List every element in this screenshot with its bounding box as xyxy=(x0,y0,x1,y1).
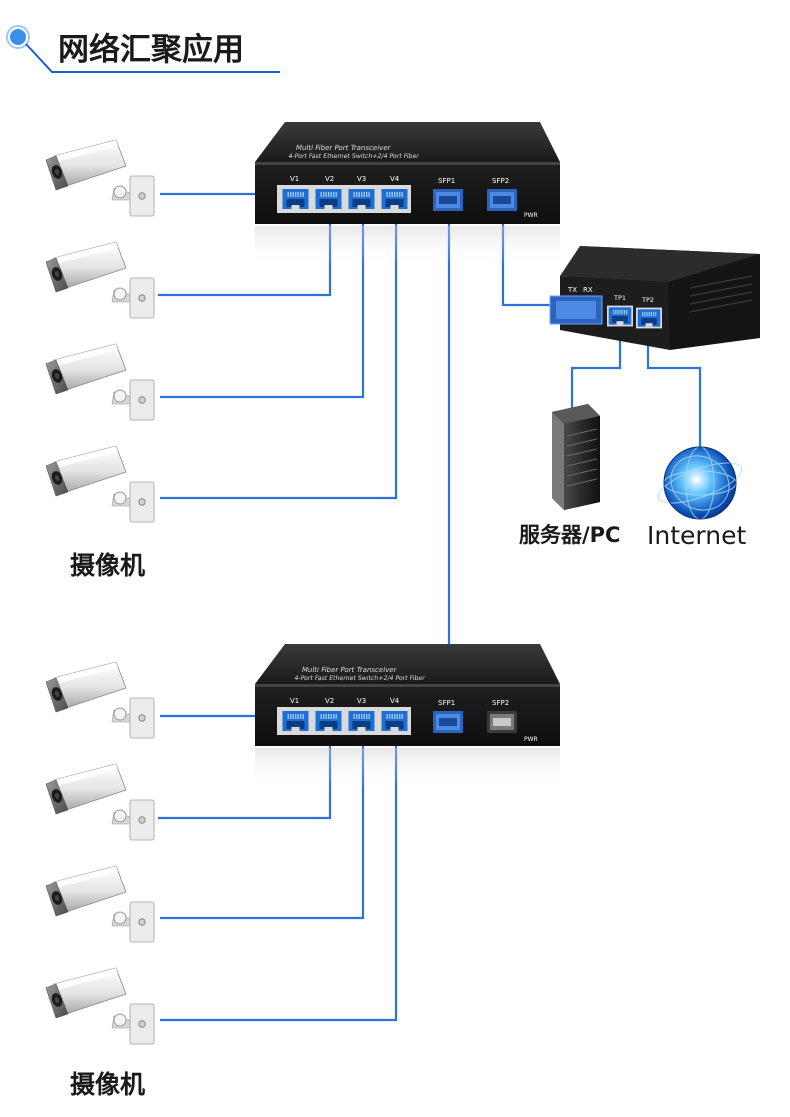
switch-brand-line2: 4-Port Fast Ethernet Switch+2/4 Port Fib… xyxy=(294,675,426,682)
fiber-switch-bottom: Multi Fiber Port Transceiver 4-Port Fast… xyxy=(255,644,560,788)
port-label-v3: V3 xyxy=(357,697,366,705)
power-label: PWR xyxy=(524,212,538,219)
internet-label: Internet xyxy=(647,521,746,550)
rj45-port-icon xyxy=(379,187,410,211)
camera-icon xyxy=(45,241,155,319)
header-bullet-icon xyxy=(10,29,26,45)
globe-icon xyxy=(657,446,743,520)
port-label-v4: V4 xyxy=(390,697,400,705)
rj45-port-icon xyxy=(313,709,344,733)
port-label-v4: V4 xyxy=(390,175,400,183)
server-icon xyxy=(552,404,600,510)
connection-lines xyxy=(158,192,702,1022)
power-label: PWR xyxy=(524,736,538,743)
rj45-port-icon xyxy=(379,709,410,733)
rj45-port-icon xyxy=(346,187,377,211)
media-converter-icon: TX RX TP1 TP2 xyxy=(549,246,760,350)
server-label: 服务器/PC xyxy=(519,523,620,547)
camera-icon xyxy=(45,445,155,523)
port-label-v2: V2 xyxy=(325,175,334,183)
rj45-port-icon xyxy=(280,187,311,211)
switch-brand-line2: 4-Port Fast Ethernet Switch+2/4 Port Fib… xyxy=(288,153,420,160)
sfp-module-icon xyxy=(433,711,463,733)
port-label-tp1: TP1 xyxy=(613,294,626,302)
camera-group-bottom xyxy=(45,661,155,1045)
port-label-v3: V3 xyxy=(357,175,366,183)
port-label-sfp2: SFP2 xyxy=(492,177,509,185)
camera-icon xyxy=(45,967,155,1045)
fiber-switch-top: Multi Fiber Port Transceiver 4-Port Fast… xyxy=(255,122,560,266)
header-underline xyxy=(25,43,280,73)
port-label-v1: V1 xyxy=(290,697,299,705)
port-label-v2: V2 xyxy=(325,697,334,705)
camera-icon xyxy=(45,661,155,739)
port-label-sfp1: SFP1 xyxy=(438,177,455,185)
camera-icon xyxy=(45,343,155,421)
rj45-port-icon xyxy=(313,187,344,211)
sfp-module-icon xyxy=(487,189,517,211)
camera-group-label-top: 摄像机 xyxy=(70,551,145,580)
port-label-sfp1: SFP1 xyxy=(438,699,455,707)
page-title: 网络汇聚应用 xyxy=(58,32,244,68)
rj45-port-icon xyxy=(636,307,662,329)
port-label-sfp2: SFP2 xyxy=(492,699,509,707)
rj45-port-icon xyxy=(607,305,633,327)
switch-top-face xyxy=(255,122,560,162)
camera-icon xyxy=(45,763,155,841)
port-label-tp2: TP2 xyxy=(641,296,654,304)
switch-brand-line1: Multi Fiber Port Transceiver xyxy=(295,143,391,152)
rj45-port-icon xyxy=(346,709,377,733)
camera-icon xyxy=(45,139,155,217)
switch-brand-line1: Multi Fiber Port Transceiver xyxy=(301,665,397,674)
camera-group-top xyxy=(45,139,155,523)
fiber-label-tx: TX xyxy=(567,286,577,294)
port-label-v1: V1 xyxy=(290,175,299,183)
fiber-label-rx: RX xyxy=(583,286,593,294)
camera-group-label-bottom: 摄像机 xyxy=(70,1070,145,1099)
header: 网络汇聚应用 xyxy=(6,25,280,73)
sfp-module-icon xyxy=(433,189,463,211)
rj45-port-icon xyxy=(280,709,311,733)
camera-icon xyxy=(45,865,155,943)
sfp-empty-slot-icon xyxy=(487,711,517,733)
